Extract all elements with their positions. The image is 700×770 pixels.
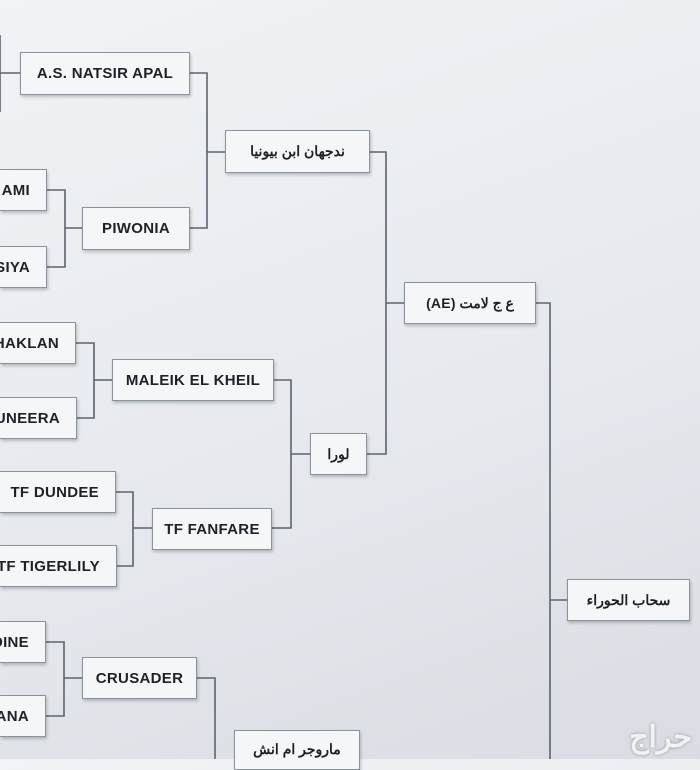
slot-label: ع ج لامت (AE) (426, 294, 514, 311)
slot-label: ANA (0, 707, 29, 725)
slot-label: لورا (327, 445, 350, 462)
bracket-slot-r2-maleik-el-kheil: MALEIK EL KHEIL (112, 359, 274, 401)
slot-label: SIYA (0, 258, 30, 276)
bracket-slot-r2-crusader: CRUSADER (82, 657, 197, 699)
connector-crusader-down (197, 677, 216, 759)
slot-label: ماروجر ام انش (253, 741, 341, 757)
connector-piwonia-to-top (190, 151, 225, 229)
connector-ami-siya-to-piwonia (47, 189, 82, 268)
slot-label: AMI (1, 181, 30, 199)
slot-label: UNEERA (0, 409, 60, 427)
slot-label: MALEIK EL KHEIL (125, 371, 261, 389)
connector-dundee-tigerlily-to-fanfare (116, 491, 152, 567)
slot-label: سحاب الحوراء (586, 591, 671, 608)
bracket-slot-r1-haklan: HAKLAN (0, 322, 76, 364)
slot-label: CRUSADER (95, 669, 184, 687)
slot-label: TF TIGERLILY (0, 557, 100, 575)
bracket-slot-r2-natsir-apal: A.S. NATSIR APAL (20, 52, 190, 95)
bracket-slot-r1-tf-dundee: TF DUNDEE (0, 471, 116, 513)
bracket-slot-r1-ami: AMI (0, 169, 47, 211)
slot-label: HAKLAN (0, 334, 59, 352)
bracket-slot-r1-siya: SIYA (0, 246, 47, 288)
bracket-slot-r1-uneera: UNEERA (0, 397, 77, 439)
slot-label: DINE (0, 633, 29, 651)
slot-label: A.S. NATSIR APAL (36, 65, 174, 82)
bracket-slot-r1-dine: DINE (0, 621, 46, 663)
bracket-slot-r1-tf-tigerlily: TF TIGERLILY (0, 545, 117, 587)
slot-label: PIWONIA (102, 220, 170, 237)
connector-top-lora-to-ae (367, 151, 404, 455)
bracket-slot-r1-ana: ANA (0, 695, 46, 737)
slot-label: ندجهان ابن بيونيا (250, 143, 345, 159)
bracket-slot-r4-ae: ع ج لامت (AE) (404, 282, 536, 324)
slot-label: TF FANFARE (164, 520, 260, 538)
connector-haklan-uneera-to-maleik (76, 342, 112, 419)
connector-dine-ana-to-crusader (46, 641, 82, 717)
connector-maleik-fanfare-to-lora (272, 379, 310, 529)
bracket-slot-r3-top: ندجهان ابن بيونيا (225, 130, 370, 173)
connector-ae-to-sahab (536, 302, 567, 759)
slot-label: TF DUNDEE (10, 483, 99, 501)
watermark-logo: حراج (629, 721, 692, 754)
bracket-slot-r5-sahab: سحاب الحوراء (567, 579, 690, 621)
bracket-slot-r2-tf-fanfare: TF FANFARE (152, 508, 272, 550)
bracket-slot-r3-lora: لورا (310, 433, 367, 475)
connector-natsir-to-top (190, 72, 208, 152)
bracket-slot-r2-piwonia: PIWONIA (82, 207, 190, 250)
bracket-slot-r3-bottom: ماروجر ام انش (234, 730, 360, 770)
